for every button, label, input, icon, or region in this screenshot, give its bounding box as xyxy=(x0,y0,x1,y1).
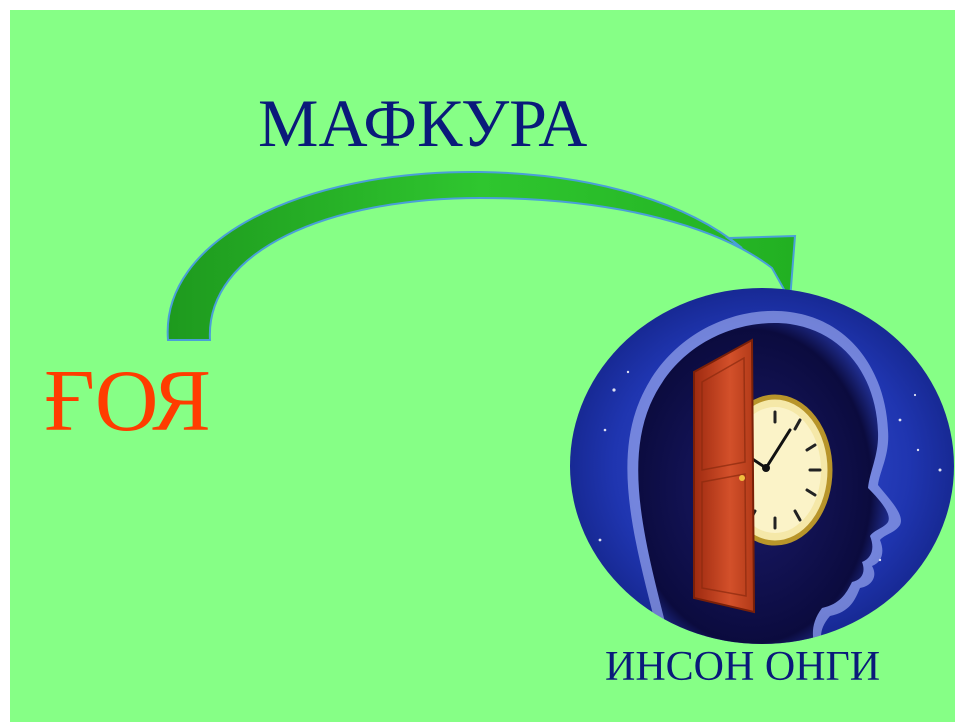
curved-arrow-icon xyxy=(166,170,797,341)
open-door-icon xyxy=(693,338,756,614)
source-label: ҒОЯ xyxy=(44,353,211,450)
target-label: ИНСОН ОНГИ xyxy=(605,644,881,690)
diagram-title: МАФКУРА xyxy=(258,85,588,161)
